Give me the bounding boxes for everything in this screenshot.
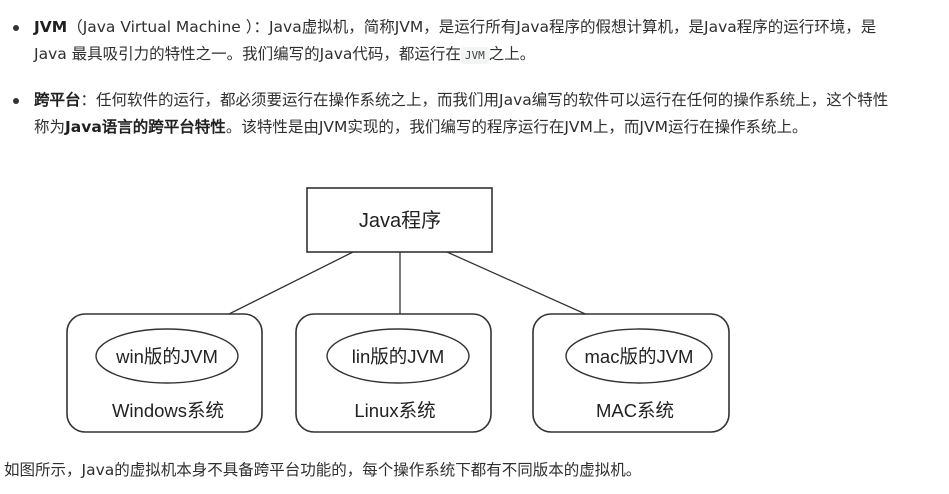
bullet-list: JVM（Java Virtual Machine ）：Java虚拟机，简称JVM…	[0, 14, 900, 159]
win-jvm-label: win版的JVM	[115, 346, 218, 367]
caption-paragraph: 如图所示，Java的虚拟机本身不具备跨平台功能的，每个操作系统下都有不同版本的虚…	[4, 461, 642, 479]
bullet-jvm: JVM（Java Virtual Machine ）：Java虚拟机，简称JVM…	[0, 14, 900, 69]
bullet-text: （Java Virtual Machine ）：Java虚拟机，简称JVM，是运…	[34, 18, 877, 63]
mac-jvm-ellipse	[565, 328, 713, 384]
bullet-emphasis: Java语言的跨平台特性	[65, 118, 226, 136]
lin-jvm-ellipse	[326, 328, 470, 384]
bullet-text-end: 。该特性是由JVM实现的，我们编写的程序运行在JVM上，而JVM运行在操作系统上…	[225, 118, 808, 136]
jvm-diagram: Java程序 win版的JVM Windows系统 lin版的JVM Linux…	[55, 180, 745, 440]
bullet-term: 跨平台	[34, 91, 81, 109]
lin-jvm-label: lin版的JVM	[352, 346, 445, 367]
bullet-text: ：任何软件的运行，都必须要运行在操作系统之上，而我们用Java编写的软件可以运行…	[34, 91, 889, 136]
java-program-box	[306, 187, 493, 253]
win-jvm-ellipse	[95, 328, 239, 384]
mac-jvm-label: mac版的JVM	[585, 346, 694, 367]
mac-system-label: MAC系统	[596, 400, 674, 421]
bullet-cross-platform: 跨平台：任何软件的运行，都必须要运行在操作系统之上，而我们用Java编写的软件可…	[0, 87, 900, 141]
linux-system-label: Linux系统	[354, 400, 435, 421]
jvm-diagram-svg: Java程序 win版的JVM Windows系统 lin版的JVM Linux…	[66, 187, 730, 433]
windows-system-label: Windows系统	[112, 400, 224, 421]
bullet-text-end: 之上。	[488, 45, 536, 63]
java-program-label: Java程序	[359, 209, 441, 232]
bullet-term: JVM	[34, 18, 68, 36]
inline-code-jvm: JVM	[460, 47, 489, 64]
